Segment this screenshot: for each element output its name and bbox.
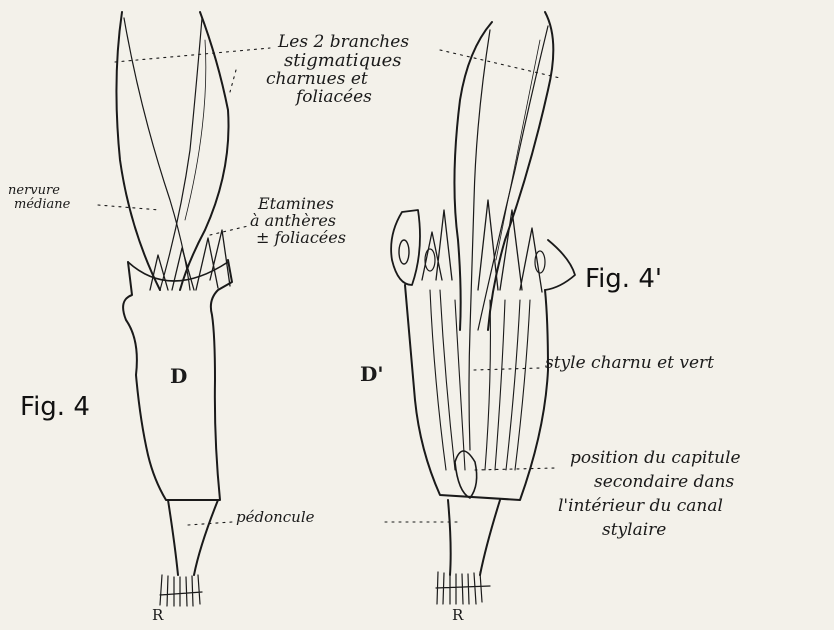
leader-stigma-right (440, 50, 560, 78)
stigma-branches-line-4: foliacées (296, 89, 409, 107)
right-receptacle (436, 572, 490, 604)
r-right-label: R (452, 608, 463, 624)
stigma-branches-line-2: stigmatiques (284, 52, 409, 71)
d-label: D (170, 366, 187, 387)
right-right-lobe (545, 240, 575, 290)
fig-4-prime-label: Fig. 4' (585, 264, 662, 294)
position-line-2: secondaire dans (594, 474, 741, 492)
right-capitulum (455, 451, 477, 498)
right-anthers (422, 200, 542, 292)
stigma-branches-label: Les 2 branches stigmatiques charnues et … (278, 34, 409, 106)
etamines-label: Etamines à anthères ± foliacées (250, 196, 346, 246)
position-label: position du capitule secondaire dans l'i… (570, 450, 741, 539)
left-stigma-branch-1b (124, 18, 190, 290)
left-flower (116, 12, 232, 606)
etamines-line-3: ± foliacées (256, 230, 346, 247)
leader-stigma-vertical (230, 70, 236, 92)
right-left-lobe-spot (399, 240, 409, 264)
leader-stigma-left (115, 48, 270, 62)
style-label: style charnu et vert (545, 355, 714, 373)
right-tube-lines (430, 290, 530, 470)
nervure-line-2: médiane (14, 198, 70, 212)
right-style (469, 330, 470, 450)
d-prime-label: D' (360, 364, 383, 385)
position-line-4: stylaire (602, 522, 741, 540)
r-left-label: R (152, 608, 163, 624)
left-stigma-branch-2 (180, 12, 229, 290)
right-stigma-right-inner (478, 26, 548, 330)
left-stigma-vein (185, 40, 206, 220)
left-stigma-branch-1 (116, 12, 160, 290)
nervure-line-1: nervure (8, 184, 70, 198)
right-stigma-left (454, 22, 492, 330)
stigma-branches-line-3: charnues et (266, 71, 409, 89)
right-stigma-left-inner (470, 30, 490, 330)
right-anther-dot-2 (535, 251, 545, 273)
right-left-lobe (391, 210, 420, 285)
fig-4-label: Fig. 4 (20, 392, 90, 422)
right-flower (391, 12, 575, 604)
left-receptacle (160, 575, 202, 606)
nervure-label: nervure médiane (8, 184, 70, 211)
leader-style (474, 368, 540, 370)
left-peduncle (168, 500, 218, 575)
leader-etamines (210, 226, 248, 235)
position-line-1: position du capitule (570, 450, 741, 468)
position-line-3: l'intérieur du canal (558, 498, 741, 516)
right-peduncle (448, 500, 500, 575)
pedoncule-label: pédoncule (236, 510, 315, 526)
